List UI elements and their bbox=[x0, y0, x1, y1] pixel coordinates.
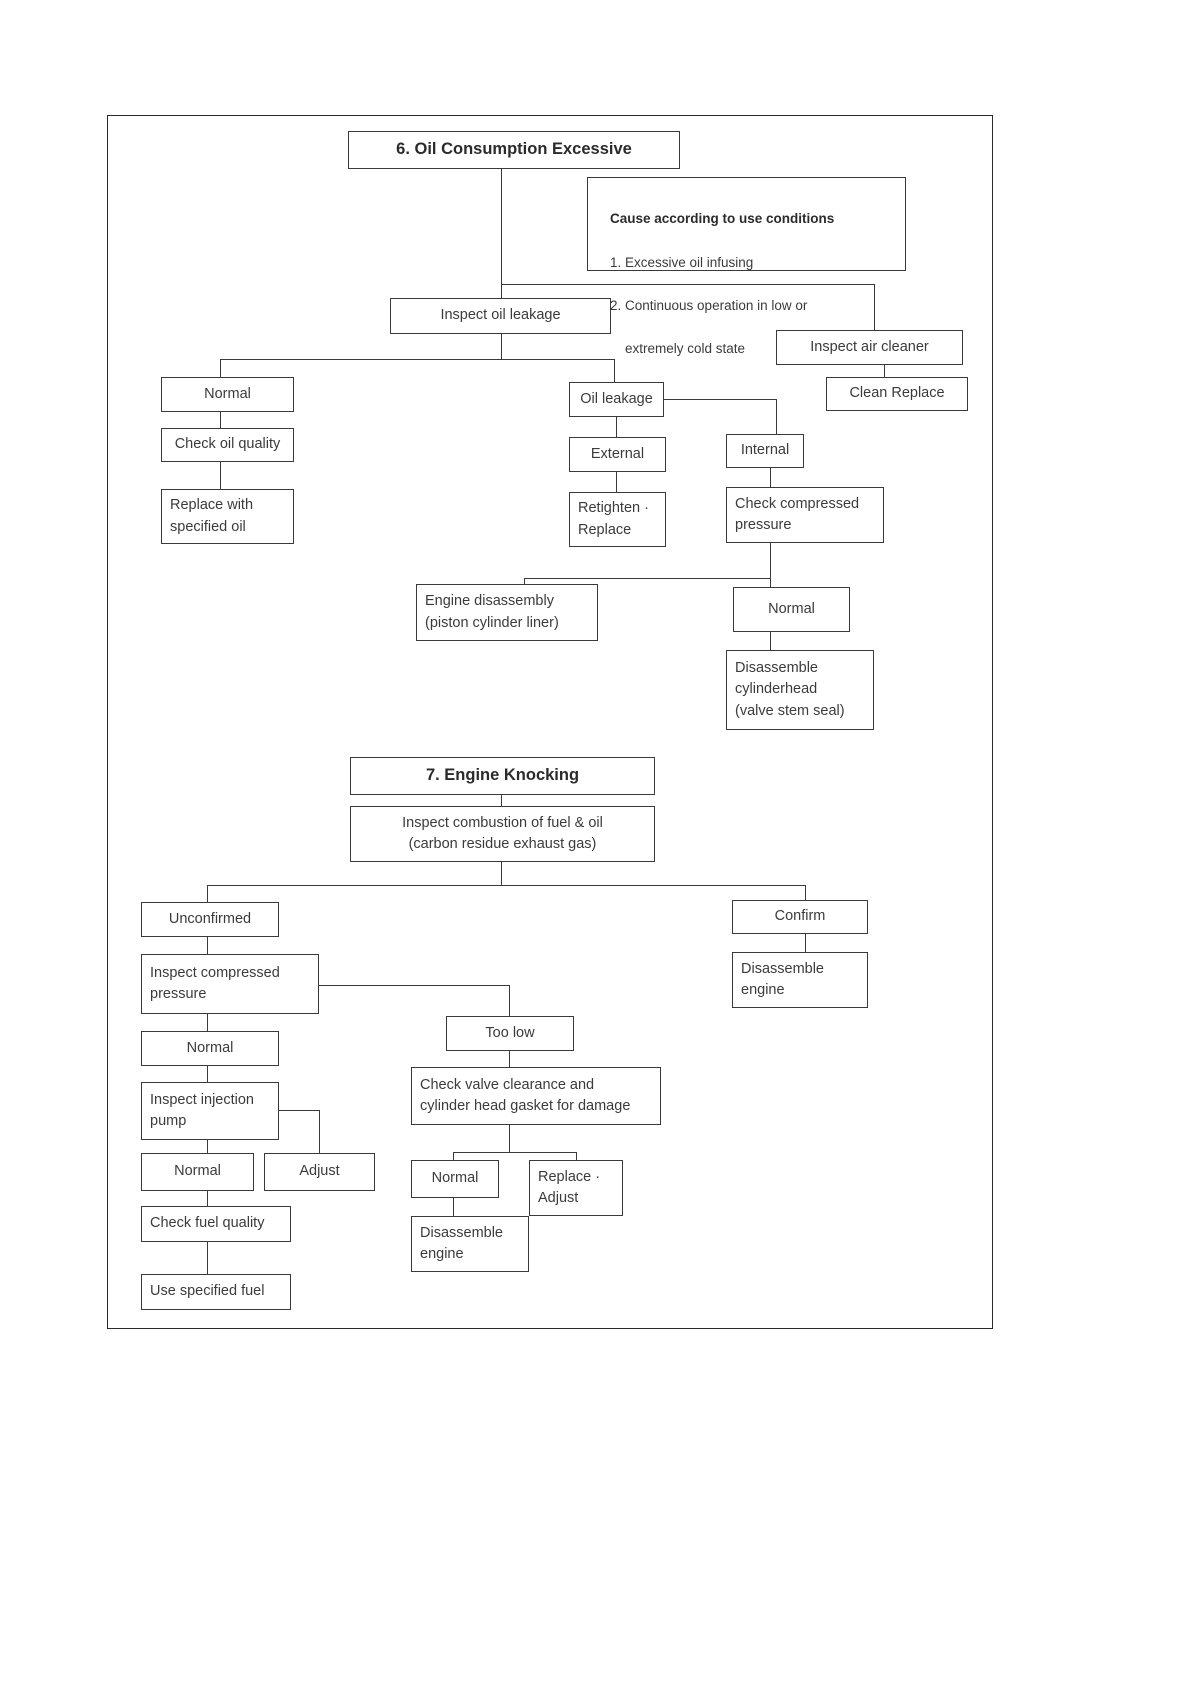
diagram-frame: 6. Oil Consumption Excessive Cause accor… bbox=[107, 115, 993, 1329]
node-clean-replace: Clean Replace bbox=[826, 377, 968, 411]
connector-combustion-split bbox=[207, 885, 805, 886]
node-normal-compressed: Normal bbox=[733, 587, 850, 632]
node-use-specified-fuel: Use specified fuel bbox=[141, 1274, 291, 1310]
section6-cause-box: Cause according to use conditions 1.Exce… bbox=[587, 177, 906, 356]
cause-item-2: 2.Continuous operation in low or bbox=[610, 295, 893, 317]
connector-confirm-to-disassemble bbox=[805, 934, 806, 953]
node-inspect-air-cleaner: Inspect air cleaner bbox=[776, 330, 963, 365]
connector-valve-down bbox=[509, 1125, 510, 1153]
connector-to-confirm bbox=[805, 885, 806, 902]
node-inspect-injection-pump: Inspect injection pump bbox=[141, 1082, 279, 1140]
node-inspect-compressed-pressure-7: Inspect compressed pressure bbox=[141, 954, 319, 1014]
section7-title: 7. Engine Knocking bbox=[350, 757, 655, 795]
cause-item-1: 1.Excessive oil infusing bbox=[610, 252, 893, 274]
node-replace-adjust: Replace · Adjust bbox=[529, 1160, 623, 1216]
connector-to-normal-left bbox=[220, 359, 221, 379]
node-check-valve-clearance: Check valve clearance and cylinder head … bbox=[411, 1067, 661, 1125]
cause-heading: Cause according to use conditions bbox=[610, 210, 835, 226]
node-internal: Internal bbox=[726, 434, 804, 468]
node-normal-oilleak: Normal bbox=[161, 377, 294, 412]
connector-to-adjust bbox=[319, 1110, 320, 1154]
connector-trunk6-right bbox=[501, 284, 874, 285]
connector-checkpressure-down bbox=[770, 543, 771, 579]
connector-normalright-to-disassemble bbox=[770, 632, 771, 652]
connector-to-unconfirmed bbox=[207, 885, 208, 904]
connector-title7-down bbox=[501, 795, 502, 807]
connector-oilleakage-to-external bbox=[616, 417, 617, 438]
connector-normal-to-injectionpump bbox=[207, 1066, 208, 1083]
connector-injectionpump-down bbox=[207, 1140, 208, 1154]
connector-checkoil-to-replace bbox=[220, 462, 221, 490]
cause-item-1-number: 1. bbox=[610, 254, 622, 270]
section6-title: 6. Oil Consumption Excessive bbox=[348, 131, 680, 169]
connector-combustion-down bbox=[501, 862, 502, 886]
connector-internal-to-checkpressure bbox=[770, 468, 771, 488]
node-disassemble-engine-valve: Disassemble engine bbox=[411, 1216, 529, 1272]
connector-aircleaner-down bbox=[874, 284, 875, 331]
cause-item-2-continued: extremely cold state bbox=[625, 341, 746, 357]
connector-to-internal bbox=[776, 399, 777, 435]
connector-normal-to-checkfuel bbox=[207, 1191, 208, 1207]
cause-item-2-number: 2. bbox=[610, 297, 622, 313]
node-normal-pressure7: Normal bbox=[141, 1031, 279, 1066]
connector-toolow-down bbox=[509, 1051, 510, 1068]
node-external: External bbox=[569, 437, 666, 472]
connector-normal-to-checkoil bbox=[220, 412, 221, 429]
connector-oilleak-split bbox=[220, 359, 614, 360]
connector-to-normal-valve bbox=[453, 1152, 454, 1161]
node-inspect-oil-leakage: Inspect oil leakage bbox=[390, 298, 611, 334]
node-replace-specified-oil: Replace with specified oil bbox=[161, 489, 294, 544]
connector-valve-split bbox=[453, 1152, 576, 1153]
connector-to-toolow bbox=[509, 985, 510, 1017]
connector-title6-down bbox=[501, 169, 502, 314]
connector-injectionpump-right bbox=[279, 1110, 319, 1111]
node-normal-valve: Normal bbox=[411, 1160, 499, 1198]
node-engine-disassembly: Engine disassembly (piston cylinder line… bbox=[416, 584, 598, 641]
connector-checkfuel-to-usefuel bbox=[207, 1242, 208, 1275]
node-retighten-replace: Retighten · Replace bbox=[569, 492, 666, 547]
node-check-oil-quality: Check oil quality bbox=[161, 428, 294, 462]
node-check-compressed-pressure: Check compressed pressure bbox=[726, 487, 884, 543]
node-confirm: Confirm bbox=[732, 900, 868, 934]
connector-external-to-retighten bbox=[616, 472, 617, 493]
connector-pressure7-right bbox=[319, 985, 509, 986]
node-inspect-combustion: Inspect combustion of fuel & oil (carbon… bbox=[350, 806, 655, 862]
cause-item-1-text: Excessive oil infusing bbox=[625, 254, 754, 270]
connector-normalvalve-to-disassemble bbox=[453, 1198, 454, 1217]
node-check-fuel-quality: Check fuel quality bbox=[141, 1206, 291, 1242]
connector-to-replace-adjust bbox=[576, 1152, 577, 1161]
node-oil-leakage: Oil leakage bbox=[569, 382, 664, 417]
node-disassemble-cylinderhead: Disassemble cylinderhead (valve stem sea… bbox=[726, 650, 874, 730]
node-disassemble-engine-confirm: Disassemble engine bbox=[732, 952, 868, 1008]
cause-item-2-text: Continuous operation in low or bbox=[625, 297, 808, 313]
connector-to-oil-leakage bbox=[614, 359, 615, 384]
connector-pressure7-down bbox=[207, 1014, 208, 1032]
connector-oilleak-down-1 bbox=[501, 334, 502, 360]
node-too-low: Too low bbox=[446, 1016, 574, 1051]
connector-oilleakage-right bbox=[664, 399, 776, 400]
connector-aircleaner-to-cleanreplace bbox=[884, 365, 885, 382]
connector-unconfirmed-down bbox=[207, 937, 208, 955]
connector-checkpressure-split bbox=[524, 578, 771, 579]
node-normal-injection: Normal bbox=[141, 1153, 254, 1191]
node-adjust: Adjust bbox=[264, 1153, 375, 1191]
node-unconfirmed: Unconfirmed bbox=[141, 902, 279, 937]
